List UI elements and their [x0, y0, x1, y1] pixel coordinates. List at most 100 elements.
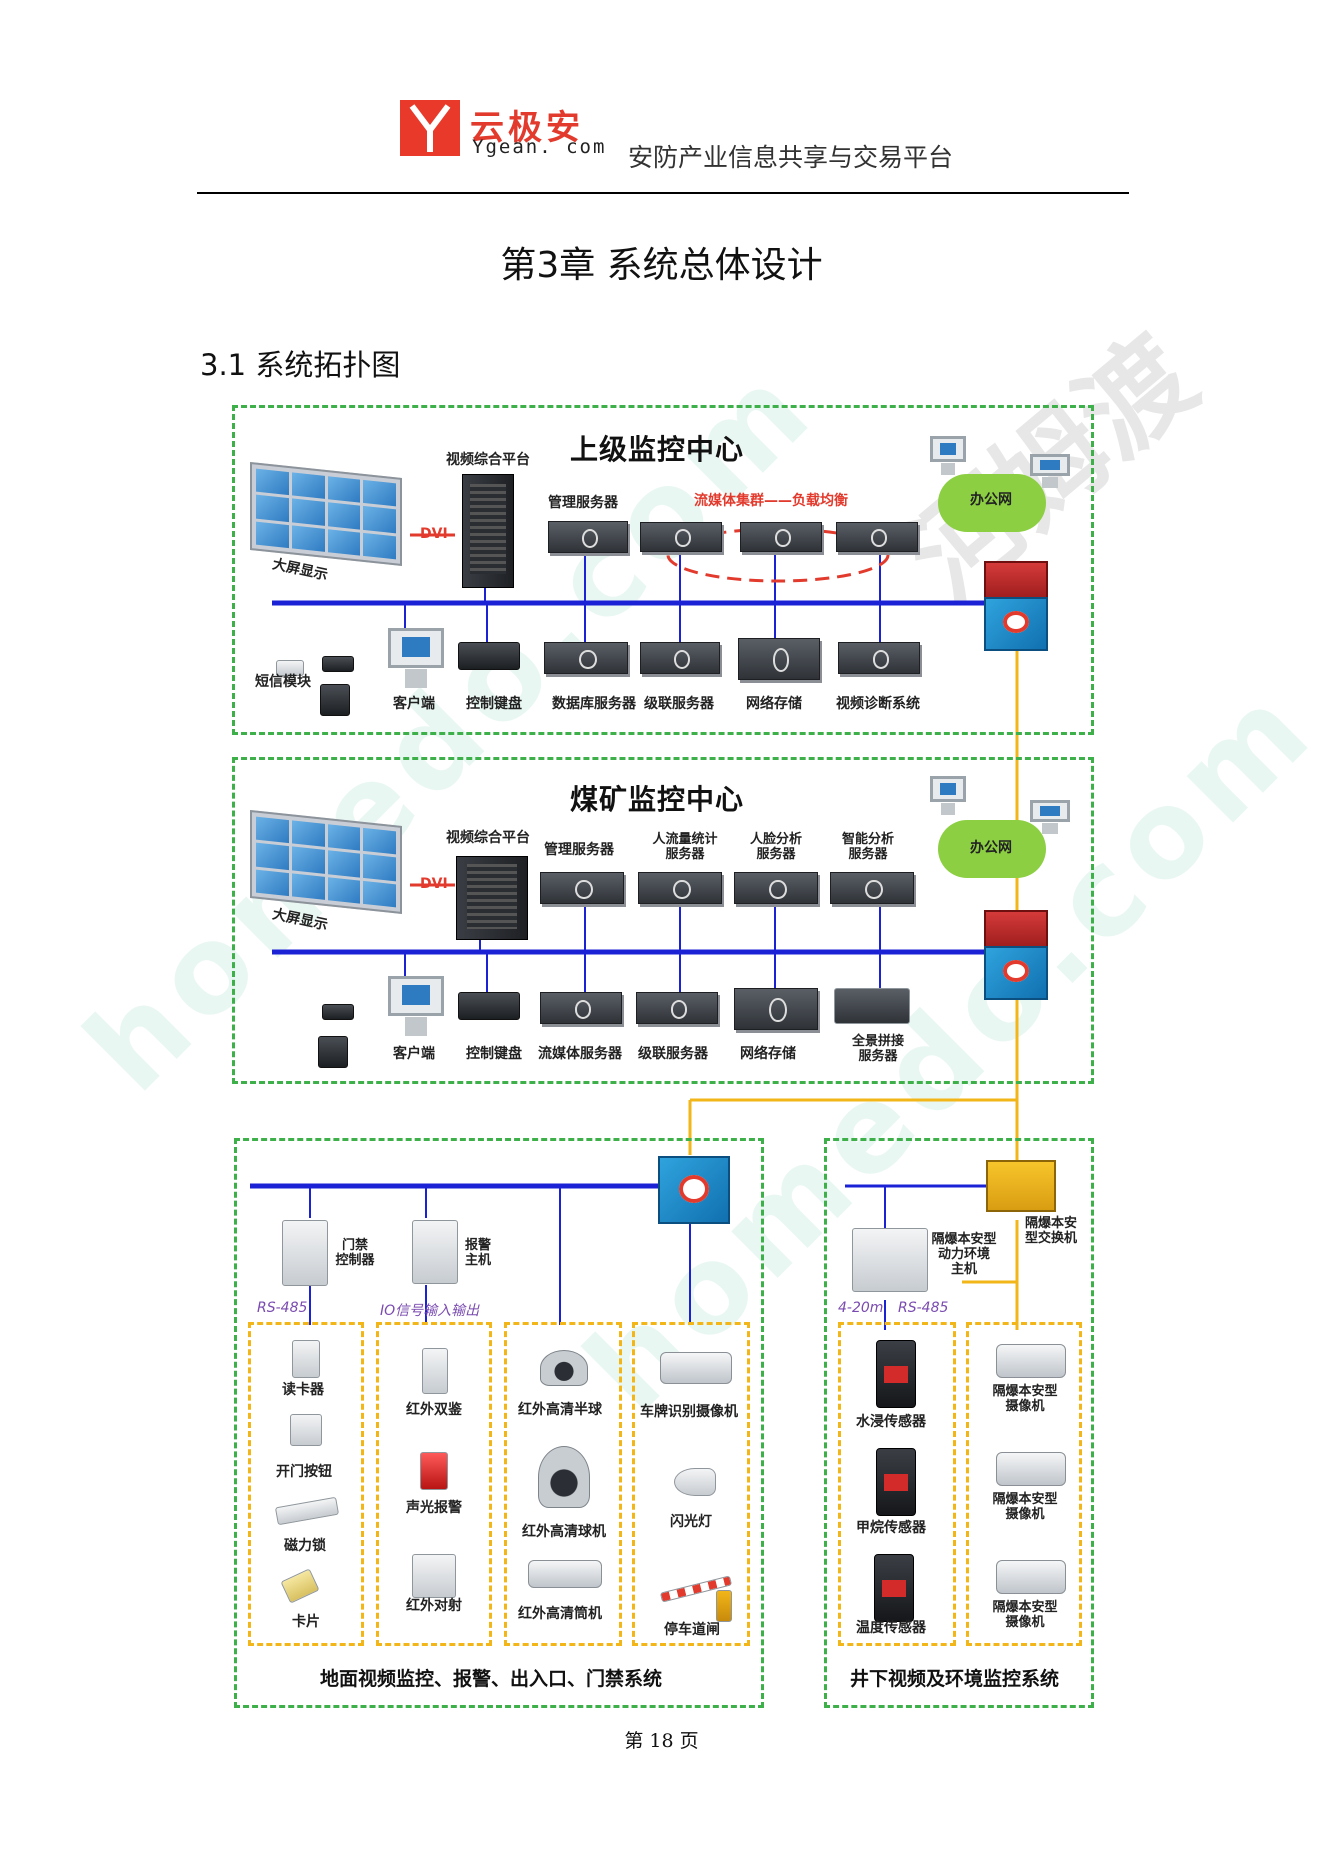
mine-video-platform	[456, 856, 528, 940]
ir-dual-label: 红外双鉴	[406, 1402, 462, 1418]
upper-storage	[738, 638, 820, 680]
mine-center-title: 煤矿监控中心	[570, 783, 745, 816]
upper-storage-label: 网络存储	[746, 696, 802, 712]
subzone-sensors	[838, 1322, 956, 1646]
ir-speed-dome-icon	[538, 1446, 590, 1508]
card-reader-icon	[292, 1340, 320, 1378]
upper-video-platform	[462, 474, 514, 588]
header-divider	[197, 192, 1129, 194]
mine-core-switch	[984, 946, 1048, 1000]
water-sensor-label: 水浸传感器	[856, 1414, 926, 1430]
mine-storage	[734, 988, 818, 1030]
subzone-ex-cameras	[966, 1322, 1082, 1646]
mine-storage-label: 网络存储	[740, 1046, 796, 1062]
ground-rs485-label: RS-485	[257, 1300, 308, 1316]
ir-dome-half-icon	[540, 1350, 588, 1386]
magnetic-lock-label: 磁力锁	[284, 1538, 326, 1554]
upper-cascade-server-label: 级联服务器	[644, 696, 714, 712]
upper-keyboard-label: 控制键盘	[466, 696, 522, 712]
env-host-label: 隔爆本安型 动力环境 主机	[931, 1232, 997, 1277]
sound-light-alarm-icon	[420, 1452, 448, 1490]
upper-office-cloud	[938, 474, 1046, 532]
upper-center-title: 上级监控中心	[570, 433, 745, 466]
upper-client-pc	[388, 628, 444, 692]
env-host-icon	[852, 1228, 928, 1292]
upper-stream-server-3	[836, 522, 918, 552]
upper-diagnosis-label: 视频诊断系统	[836, 696, 920, 712]
card-reader-label: 读卡器	[282, 1382, 324, 1398]
upper-sms-module-label: 短信模块	[255, 674, 311, 690]
card-label: 卡片	[292, 1614, 320, 1630]
underground-system-title: 井下视频及环境监控系统	[850, 1668, 1060, 1690]
underground-switch	[986, 1160, 1056, 1212]
flash-label: 闪光灯	[670, 1514, 712, 1530]
ir-dual-icon	[422, 1348, 448, 1394]
underground-switch-label: 隔爆本安 型交换机	[1024, 1216, 1077, 1246]
subzone-cameras	[504, 1322, 622, 1646]
ir-dome-half-label: 红外高清半球	[518, 1402, 602, 1418]
mine-flow-stats-label: 人流量统计 服务器	[652, 832, 718, 862]
ex-camera-icon-2	[996, 1452, 1066, 1486]
upper-cluster-label: 流媒体集群——负载均衡	[694, 493, 848, 509]
upper-dvi-label: DVI	[420, 526, 448, 542]
zone-upper-center	[232, 405, 1094, 735]
upper-core-switch	[984, 597, 1048, 651]
ir-bullet-icon	[528, 1560, 602, 1588]
door-controller-label: 门禁 控制器	[335, 1238, 375, 1268]
upper-mic-icon	[322, 656, 354, 672]
upper-speakers-icon	[320, 684, 350, 716]
mine-smart-server	[830, 872, 914, 904]
mine-client-pc	[388, 976, 444, 1040]
zone-underground-system	[824, 1138, 1094, 1708]
upper-office-laptop-icon	[1030, 454, 1070, 490]
subzone-access-control	[248, 1322, 364, 1646]
upper-mgmt-server	[548, 521, 628, 553]
mine-mgmt-server	[540, 872, 624, 904]
upper-stream-server-2	[740, 522, 822, 552]
temp-sensor-icon	[874, 1554, 914, 1622]
ex-camera-label-3: 隔爆本安型 摄像机	[992, 1600, 1058, 1630]
mine-panorama-server	[834, 988, 910, 1024]
logo-text-cn: 云极安	[470, 108, 584, 148]
mine-face-server	[734, 872, 818, 904]
alarm-host-label: 报警 主机	[464, 1238, 491, 1268]
mine-mgmt-server-label: 管理服务器	[544, 842, 614, 858]
mine-office-pc-icon	[930, 776, 966, 818]
mine-mic-icon	[322, 1004, 354, 1020]
upper-diagnosis-server	[838, 642, 920, 674]
subzone-parking	[632, 1322, 750, 1646]
mine-router	[984, 910, 1048, 950]
mine-office-net-label: 办公网	[970, 840, 1012, 856]
mine-stream-server	[540, 992, 622, 1024]
mine-dvi-label: DVI	[420, 876, 448, 892]
header-slogan: 安防产业信息共享与交易平台	[628, 143, 954, 172]
mine-video-wall	[250, 810, 402, 914]
mine-flow-stats-server	[638, 872, 722, 904]
methane-sensor-icon	[876, 1448, 916, 1516]
temp-sensor-label: 温度传感器	[856, 1620, 926, 1636]
zone-mine-center	[232, 757, 1094, 1084]
page-number: 第 18 页	[624, 1730, 699, 1752]
lpr-camera-label: 车牌识别摄像机	[640, 1404, 738, 1420]
mine-office-laptop-icon	[1030, 800, 1070, 836]
upper-stream-server-1	[640, 522, 722, 552]
ground-io-label: IO信号输入输出	[380, 1303, 480, 1319]
upper-router	[984, 561, 1048, 601]
door-controller-icon	[282, 1220, 328, 1286]
alarm-host-icon	[412, 1220, 458, 1284]
ground-switch	[658, 1156, 730, 1224]
mine-video-platform-label: 视频综合平台	[446, 830, 530, 846]
section-title: 3.1 系统拓扑图	[200, 348, 401, 382]
ex-camera-label-1: 隔爆本安型 摄像机	[992, 1384, 1058, 1414]
upper-db-server-label: 数据库服务器	[552, 696, 636, 712]
mine-speakers-icon	[318, 1036, 348, 1068]
mine-stream-server-label: 流媒体服务器	[538, 1046, 622, 1062]
upper-video-platform-label: 视频综合平台	[446, 452, 530, 468]
zone-ground-system	[234, 1138, 764, 1708]
upper-cascade-server	[640, 642, 720, 674]
upper-client-label: 客户端	[393, 696, 435, 712]
upper-sms-module-icon	[276, 660, 304, 676]
mine-panorama-label: 全景拼接 服务器	[851, 1034, 904, 1064]
mine-cascade-server	[636, 992, 718, 1024]
mine-keyboard-label: 控制键盘	[466, 1046, 522, 1062]
